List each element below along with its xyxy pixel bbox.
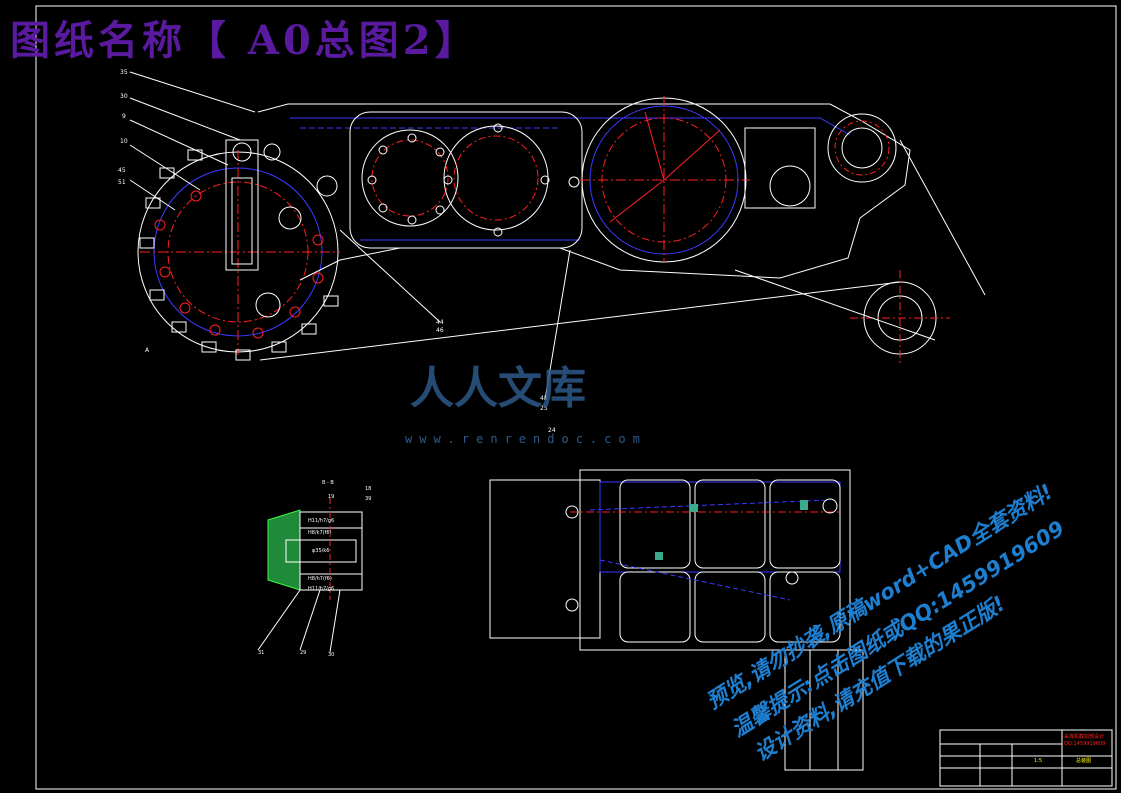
callout-46: 46 <box>436 327 444 334</box>
watermark-url: www.renrendoc.com <box>405 432 647 446</box>
callout-29: 29 <box>300 650 306 656</box>
fit-5: H11/h7/g6 <box>308 586 334 592</box>
fit-2: H8/k7(f6) <box>308 530 332 536</box>
callout-30: 30 <box>120 93 128 100</box>
callout-19: 19 <box>328 494 334 500</box>
callout-24: 24 <box>548 427 556 434</box>
title-block-company-1: 采煤机截割部设计 <box>1064 733 1104 740</box>
watermark-logo: 人人文库 <box>410 363 586 414</box>
callout-44: 44 <box>436 319 444 326</box>
callout-25: 25 <box>540 405 548 412</box>
callout-A: A <box>145 347 150 354</box>
callout-39: 39 <box>365 496 371 502</box>
callout-48: 48 <box>540 395 548 402</box>
callout-45: 45 <box>118 167 126 174</box>
drawing-title-banner: 图纸名称【 A0总图2】 <box>10 17 479 64</box>
callout-10: 10 <box>120 138 128 145</box>
callout-35: 35 <box>120 69 128 76</box>
title-block-company-2: QQ:1459919609 <box>1064 741 1105 747</box>
main-arm-view <box>129 71 986 401</box>
fit-1: H11/h7/g6 <box>308 518 334 524</box>
callout-51: 51 <box>118 179 126 186</box>
callout-18: 18 <box>365 486 371 492</box>
drawing-frame <box>35 5 1117 790</box>
callout-30b: 30 <box>328 652 334 658</box>
title-block-scale: 1:5 <box>1034 758 1042 764</box>
title-block: 采煤机截割部设计 QQ:1459919609 总装图 1:5 <box>939 729 1113 787</box>
section-b-b-view <box>257 498 363 653</box>
plan-view <box>489 469 864 771</box>
title-block-drawing-name: 总装图 <box>1076 757 1091 764</box>
section-label: B - B <box>322 480 334 486</box>
callout-9: 9 <box>122 113 126 120</box>
fit-3: φ35/k6 <box>312 548 329 554</box>
callout-31: 31 <box>258 650 264 656</box>
fit-4: H8/h7(f6) <box>308 576 332 582</box>
